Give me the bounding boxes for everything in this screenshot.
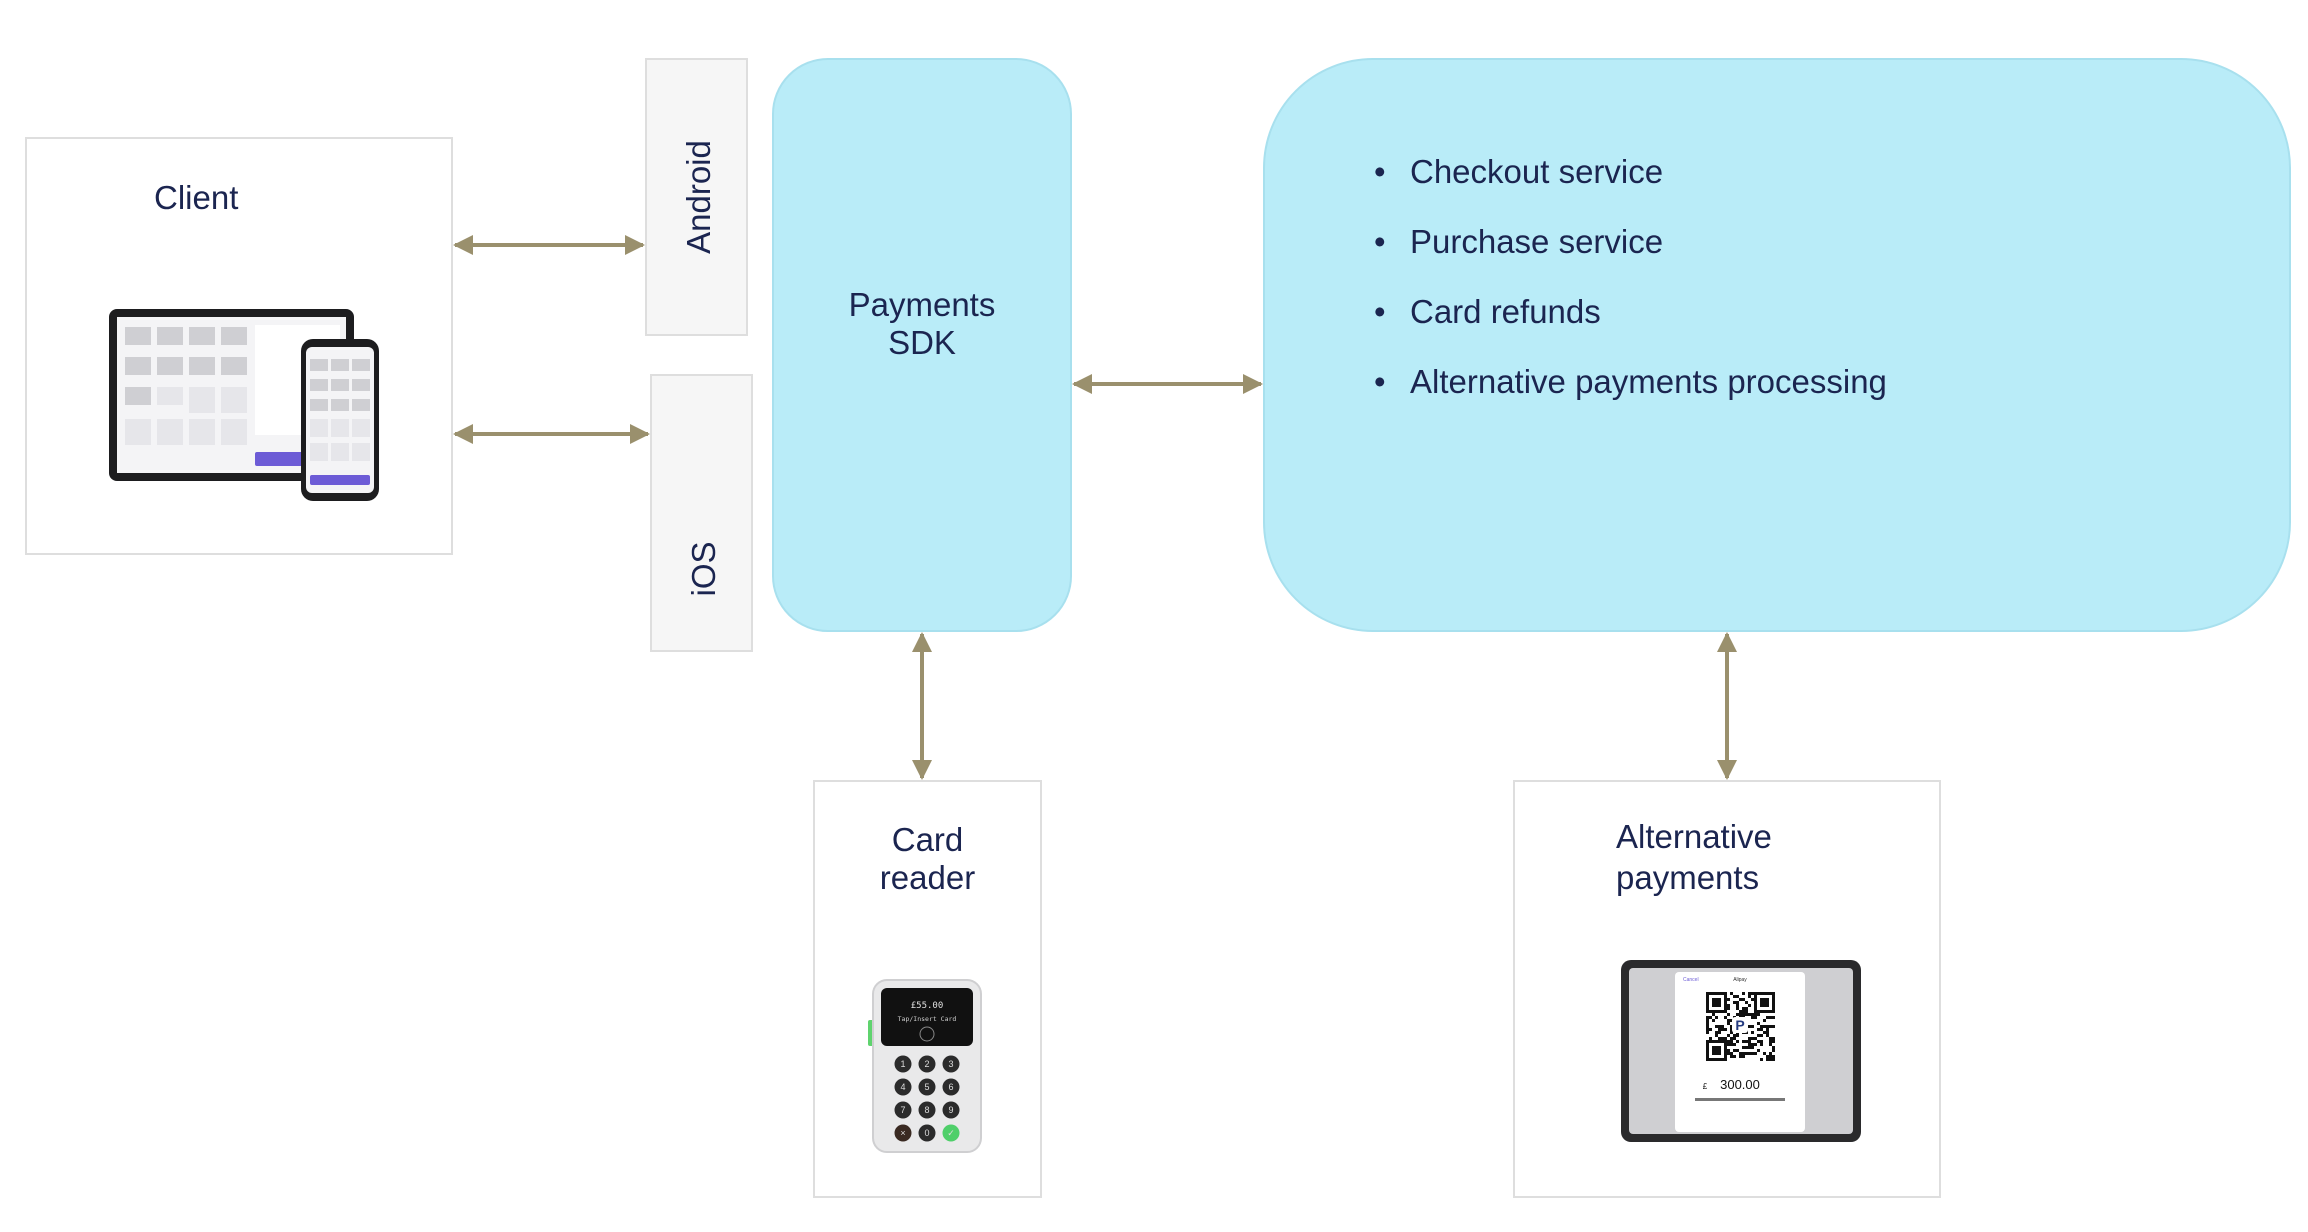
keypad-key	[894, 1101, 912, 1119]
services-list: Checkout service Purchase service Card r…	[1374, 152, 1887, 432]
keypad-key-label: 0	[924, 1128, 929, 1138]
ios-box: iOS	[650, 374, 753, 652]
keypad-key	[942, 1101, 960, 1119]
keypad-key-label: ×	[900, 1128, 905, 1138]
keypad-key	[918, 1101, 936, 1119]
service-item: Purchase service	[1374, 222, 1887, 292]
alt-payments-panel: Alternative payments Cancel Alipay P 300…	[1513, 780, 1941, 1198]
qr-tablet-image: Cancel Alipay P 300.00 £	[1621, 960, 1861, 1142]
keypad-key-label: 9	[948, 1105, 953, 1115]
card-reader-title-line1: Card	[891, 821, 964, 858]
card-reader-prompt: Tap/Insert Card	[898, 1015, 957, 1023]
client-title: Client	[154, 179, 239, 216]
qr-code: P	[1706, 992, 1775, 1061]
keypad-key	[942, 1078, 960, 1096]
keypad-key-label: 6	[948, 1082, 953, 1092]
qr-amount-symbol: £	[1703, 1082, 1708, 1091]
keypad-key	[894, 1078, 912, 1096]
alt-payments-title-line1: Alternative	[1616, 818, 1772, 855]
svg-text:P: P	[1735, 1017, 1744, 1033]
sdk-title-line2: SDK	[888, 324, 956, 361]
payments-sdk-box: Payments SDK	[772, 58, 1072, 632]
client-panel: Client	[25, 137, 453, 555]
keypad-key	[918, 1078, 936, 1096]
keypad-key	[942, 1055, 960, 1073]
service-item: Card refunds	[1374, 292, 1887, 362]
keypad-key-label: ✓	[947, 1128, 955, 1138]
card-reader-image: £55.00 Tap/Insert Card 1 2 3 4 5 6 7 8 9 × 0 ✓	[868, 979, 982, 1153]
keypad-key-label: 3	[948, 1059, 953, 1069]
card-reader-panel: Card reader £55.00 Tap/Insert Card 1 2 3 4 5…	[813, 780, 1042, 1198]
keypad-key-label: 4	[900, 1082, 905, 1092]
pos-devices-image	[109, 309, 379, 501]
android-box: Android	[645, 58, 748, 336]
qr-cancel-label: Cancel	[1683, 977, 1699, 983]
keypad-key	[918, 1124, 936, 1142]
keypad-key	[918, 1055, 936, 1073]
qr-amount: 300.00	[1720, 1077, 1760, 1092]
sdk-title-line1: Payments	[848, 286, 996, 323]
service-item: Checkout service	[1374, 152, 1887, 222]
alt-payments-title-line2: payments	[1616, 859, 1760, 896]
keypad-key-label: 1	[900, 1059, 905, 1069]
keypad-key	[894, 1124, 912, 1142]
keypad-key-label: 2	[924, 1059, 929, 1069]
keypad-key-label: 5	[924, 1082, 929, 1092]
card-reader-title-line2: reader	[879, 859, 976, 896]
qr-modal-title: Alipay	[1733, 977, 1747, 983]
keypad-key	[942, 1124, 960, 1142]
keypad-key-label: 7	[900, 1105, 905, 1115]
keypad-key-label: 8	[924, 1105, 929, 1115]
keypad-key	[894, 1055, 912, 1073]
service-item: Alternative payments processing	[1374, 362, 1887, 432]
services-box: Checkout service Purchase service Card r…	[1263, 58, 2291, 632]
card-reader-amount: £55.00	[911, 1001, 944, 1011]
